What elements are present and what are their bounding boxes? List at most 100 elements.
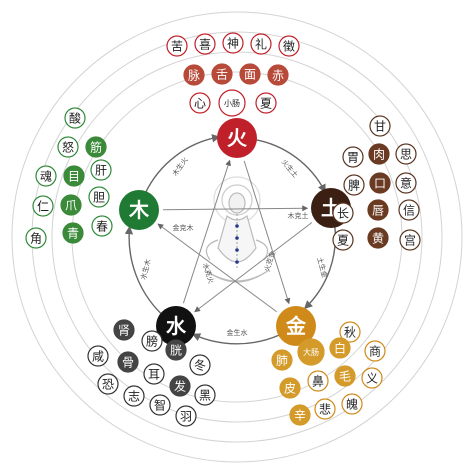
generate-arrow-wood-fire xyxy=(144,134,221,194)
svg-text:膀: 膀 xyxy=(146,334,158,349)
label-water-to-wood: 水生木 xyxy=(139,258,153,281)
water-attr-3: 冬 xyxy=(189,354,211,376)
svg-text:口: 口 xyxy=(374,177,386,191)
metal-attr-5: 皮 xyxy=(279,377,301,399)
element-label-fire: 火 xyxy=(227,126,248,150)
svg-text:礼: 礼 xyxy=(255,37,267,52)
svg-text:毛: 毛 xyxy=(339,370,351,384)
svg-text:酸: 酸 xyxy=(69,111,81,126)
metal-attr-7: 毛 xyxy=(334,365,356,387)
svg-text:长: 长 xyxy=(337,207,349,221)
generate-arrow-water-wood xyxy=(124,225,162,315)
generate-arrow-fire-earth xyxy=(254,138,326,193)
fire-attr-r2-2: 面 xyxy=(239,63,261,85)
control-arrow-wood-earth xyxy=(162,205,309,212)
earth-attr-0: 甘 xyxy=(369,115,391,137)
svg-text:黄: 黄 xyxy=(372,232,384,246)
svg-text:悲: 悲 xyxy=(319,402,331,417)
water-attr-8: 黑 xyxy=(194,384,216,406)
svg-text:神: 神 xyxy=(227,37,239,51)
wood-attr-7: 胆 xyxy=(88,186,110,208)
wood-attr-9: 青 xyxy=(62,222,84,244)
svg-text:鼻: 鼻 xyxy=(312,374,324,389)
ring-outer xyxy=(11,11,463,463)
water-attr-0: 肾 xyxy=(113,319,135,341)
element-circle-fire xyxy=(217,118,257,158)
element-circle-wood xyxy=(119,190,159,230)
control-arrow-metal-wood xyxy=(157,223,277,313)
svg-text:小肠: 小肠 xyxy=(224,99,240,108)
svg-text:舌: 舌 xyxy=(216,68,228,82)
water-attr-4: 咸 xyxy=(87,345,109,367)
earth-attr-8: 唇 xyxy=(367,199,389,221)
svg-text:魂: 魂 xyxy=(40,169,52,184)
metal-attr-3: 白 xyxy=(329,337,351,359)
svg-text:骨: 骨 xyxy=(122,356,134,370)
svg-text:意: 意 xyxy=(400,176,412,191)
element-label-water: 水 xyxy=(166,314,187,338)
svg-text:白: 白 xyxy=(334,341,346,356)
metal-attr-0: 秋 xyxy=(339,321,361,343)
svg-text:胃: 胃 xyxy=(347,151,359,165)
svg-text:商: 商 xyxy=(369,344,381,359)
earth-attr-4: 脾 xyxy=(343,174,365,196)
metal-attr-9: 辛 xyxy=(289,404,311,426)
element-label-wood: 木 xyxy=(128,198,150,222)
svg-text:心: 心 xyxy=(194,97,206,111)
svg-text:宫: 宫 xyxy=(404,233,416,248)
metal-attr-2: 大肠 xyxy=(297,338,325,366)
generate-arrow-metal-water xyxy=(191,333,280,345)
metal-attr-8: 义 xyxy=(361,367,383,389)
controlling-cycle-star xyxy=(157,159,313,313)
svg-text:智: 智 xyxy=(154,398,166,413)
svg-text:思: 思 xyxy=(400,148,412,162)
svg-text:筋: 筋 xyxy=(90,140,102,155)
wood-attr-1: 怒 xyxy=(57,136,79,158)
svg-text:冬: 冬 xyxy=(194,358,206,373)
control-arrow-fire-metal xyxy=(243,160,291,305)
element-node-fire: 火 xyxy=(217,118,257,158)
svg-text:肝: 肝 xyxy=(95,164,107,178)
label-metal-to-water: 金生水 xyxy=(227,328,248,337)
svg-text:肾: 肾 xyxy=(118,324,130,338)
earth-attr-6: 意 xyxy=(395,172,417,194)
earth-attr-5: 口 xyxy=(369,172,391,194)
svg-text:甘: 甘 xyxy=(374,120,386,134)
earth-attr-10: 夏 xyxy=(332,229,354,251)
water-attr-10: 志 xyxy=(123,385,145,407)
earth-attr-3: 思 xyxy=(395,143,417,165)
svg-text:徵: 徵 xyxy=(283,39,295,54)
element-circle-water xyxy=(156,306,196,346)
svg-text:皮: 皮 xyxy=(284,382,296,396)
svg-text:义: 义 xyxy=(366,372,378,386)
svg-text:咸: 咸 xyxy=(92,350,104,364)
metal-attr-11: 魄 xyxy=(341,393,363,415)
svg-text:脾: 脾 xyxy=(348,178,360,193)
label-metal-controls-wood: 金克木 xyxy=(173,223,194,232)
wood-attr-6: 爪 xyxy=(60,194,82,216)
element-node-water: 水 xyxy=(156,306,196,346)
svg-text:信: 信 xyxy=(403,204,415,218)
wood-attr-0: 酸 xyxy=(64,107,86,129)
svg-text:秋: 秋 xyxy=(344,326,356,340)
svg-text:仁: 仁 xyxy=(37,200,49,214)
svg-text:胱: 胱 xyxy=(170,343,182,358)
water-attr-1: 膀 xyxy=(141,330,163,352)
svg-text:志: 志 xyxy=(128,390,140,404)
water-attr-6: 耳 xyxy=(143,363,165,385)
fire-attr-0: 苦 xyxy=(166,35,188,57)
control-arrow-water-fire xyxy=(182,159,231,304)
svg-text:春: 春 xyxy=(96,220,108,234)
wood-attr-5: 肝 xyxy=(90,159,112,181)
earth-attr-11: 黄 xyxy=(367,227,389,249)
svg-text:青: 青 xyxy=(67,227,79,241)
svg-text:黑: 黑 xyxy=(199,389,211,403)
svg-text:怒: 怒 xyxy=(62,140,74,155)
label-fire-controls-metal: 火克金 xyxy=(262,250,277,273)
svg-text:大肠: 大肠 xyxy=(303,347,319,357)
svg-text:目: 目 xyxy=(68,170,80,184)
svg-text:魄: 魄 xyxy=(346,397,358,412)
svg-text:夏: 夏 xyxy=(260,97,272,111)
earth-attr-2: 肉 xyxy=(368,143,390,165)
svg-text:喜: 喜 xyxy=(199,38,211,52)
